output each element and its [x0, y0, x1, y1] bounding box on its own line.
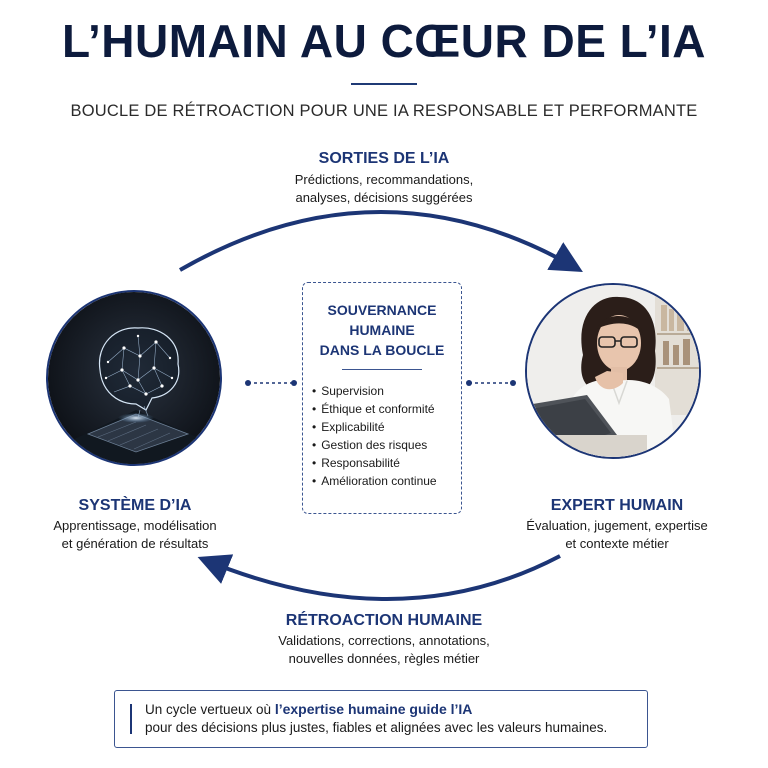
- governance-item: Amélioration continue: [312, 472, 436, 490]
- governance-item: Supervision: [312, 382, 437, 400]
- footer-accent-bar: [130, 704, 132, 734]
- governance-item: Gestion des risques: [312, 436, 437, 454]
- human-feedback-desc-line2: nouvelles données, règles métier: [288, 651, 480, 666]
- ai-system-desc-line1: Apprentissage, modélisation: [53, 518, 217, 533]
- governance-item: Éthique et conformité: [312, 400, 437, 418]
- governance-title-line1: SOUVERNANCE: [327, 302, 437, 318]
- human-feedback-heading: RÉTROACTION HUMAINE: [285, 612, 483, 629]
- ai-outputs-heading: SORTIES DE L’IA: [318, 150, 450, 167]
- ai-system-heading: SYSTÈME D’IA: [78, 497, 192, 514]
- footer-line2: pour des décisions plus justes, fiables …: [145, 720, 608, 735]
- bottom-arrow: [197, 554, 561, 601]
- footer-emphasis: l’expertise humaine guide l’IA: [274, 701, 473, 717]
- human-feedback-desc-line1: Validations, corrections, annotations,: [278, 633, 490, 648]
- human-expert-heading: EXPERT HUMAIN: [550, 497, 684, 514]
- page-subtitle: BOUCLE DE RÉTROACTION POUR UNE IA RESPON…: [70, 102, 698, 120]
- ai-outputs-desc-line2: analyses, décisions suggérées: [295, 190, 473, 205]
- governance-title-line2: HUMAINE: [349, 322, 415, 338]
- footer-callout: [114, 690, 648, 748]
- footer-line1: Un cycle vertueux où l’expertise humaine…: [145, 701, 472, 717]
- title-divider: [351, 83, 417, 85]
- human-governance-box: [302, 282, 462, 514]
- ai-outputs-desc-line1: Prédictions, recommandations,: [294, 172, 474, 187]
- top-arrow: [179, 210, 583, 272]
- governance-item: Explicabilité: [312, 418, 437, 436]
- governance-title: SOUVERNANCE HUMAINE DANS LA BOUCLE: [302, 300, 462, 360]
- human-expert-desc-line2: et contexte métier: [565, 536, 669, 551]
- page-title: L’HUMAIN AU CŒUR DE L’IA: [61, 15, 707, 67]
- ai-system-desc-line2: et génération de résultats: [61, 536, 209, 551]
- governance-list: Supervision Éthique et conformité Explic…: [312, 382, 437, 490]
- governance-title-line3: DANS LA BOUCLE: [319, 342, 445, 358]
- governance-divider: [342, 369, 422, 370]
- governance-item: Responsabilité: [312, 454, 437, 472]
- footer-prefix: Un cycle vertueux où: [145, 702, 275, 717]
- ai-brain-illustration: [46, 290, 222, 466]
- human-expert-photo: [525, 283, 701, 459]
- human-expert-desc-line1: Évaluation, jugement, expertise: [526, 518, 708, 533]
